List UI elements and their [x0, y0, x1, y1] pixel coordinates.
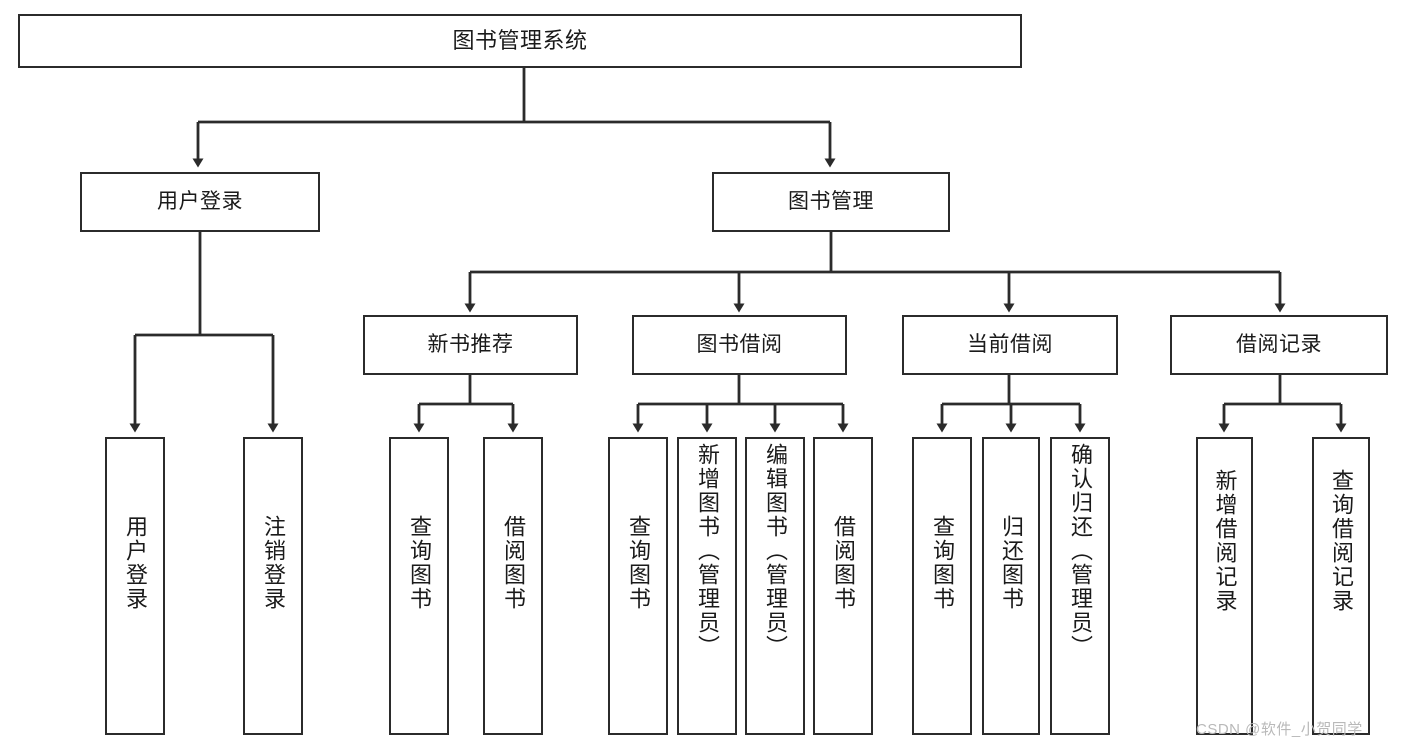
node-label: 借阅图书: [501, 515, 526, 611]
node-leaf-add-borrow-record[interactable]: 新增借阅记录: [1196, 437, 1253, 735]
node-label: 用户登录: [157, 190, 243, 214]
node-leaf-query-book-borrow[interactable]: 查询图书: [608, 437, 668, 735]
node-new-book-recommendation[interactable]: 新书推荐: [363, 315, 578, 375]
csdn-watermark: CSDN @软件_小贺同学: [1196, 721, 1363, 738]
node-borrowing-record[interactable]: 借阅记录: [1170, 315, 1388, 375]
node-leaf-query-book-newbook[interactable]: 查询图书: [389, 437, 449, 735]
node-label: 编辑图书（管理员）: [763, 443, 788, 659]
node-leaf-add-book[interactable]: 新增图书（管理员）: [677, 437, 737, 735]
node-label: 图书管理: [788, 190, 874, 214]
node-label: 借阅图书: [831, 515, 856, 611]
node-leaf-borrow-book-borrow[interactable]: 借阅图书: [813, 437, 873, 735]
node-label: 新书推荐: [427, 333, 514, 357]
node-leaf-borrow-book-newbook[interactable]: 借阅图书: [483, 437, 543, 735]
node-label: 当前借阅: [967, 333, 1053, 357]
node-leaf-edit-book[interactable]: 编辑图书（管理员）: [745, 437, 805, 735]
node-label: 查询图书: [626, 515, 651, 611]
node-label: 新增借阅记录: [1212, 469, 1238, 613]
node-book-borrowing[interactable]: 图书借阅: [632, 315, 847, 375]
node-root-book-management-system[interactable]: 图书管理系统: [18, 14, 1022, 68]
node-book-management[interactable]: 图书管理: [712, 172, 950, 232]
node-leaf-user-logout[interactable]: 注销登录: [243, 437, 303, 735]
node-label: 确认归还（管理员）: [1068, 443, 1093, 659]
node-leaf-query-book-current[interactable]: 查询图书: [912, 437, 972, 735]
node-label: 用户登录: [123, 515, 148, 611]
node-label: 图书借阅: [696, 333, 783, 357]
node-label: 归还图书: [999, 515, 1024, 611]
node-label: 新增图书（管理员）: [695, 443, 720, 659]
node-label: 查询借阅记录: [1329, 469, 1354, 613]
node-label: 查询图书: [930, 515, 955, 611]
node-current-borrowing[interactable]: 当前借阅: [902, 315, 1118, 375]
node-label: 查询图书: [407, 515, 432, 611]
node-label: 借阅记录: [1236, 333, 1322, 357]
node-leaf-user-login[interactable]: 用户登录: [105, 437, 165, 735]
node-leaf-return-book[interactable]: 归还图书: [982, 437, 1040, 735]
node-label: 注销登录: [261, 515, 286, 611]
node-leaf-confirm-return[interactable]: 确认归还（管理员）: [1050, 437, 1110, 735]
node-user-login[interactable]: 用户登录: [80, 172, 320, 232]
node-leaf-query-borrow-record[interactable]: 查询借阅记录: [1312, 437, 1370, 735]
node-label: 图书管理系统: [452, 27, 588, 53]
